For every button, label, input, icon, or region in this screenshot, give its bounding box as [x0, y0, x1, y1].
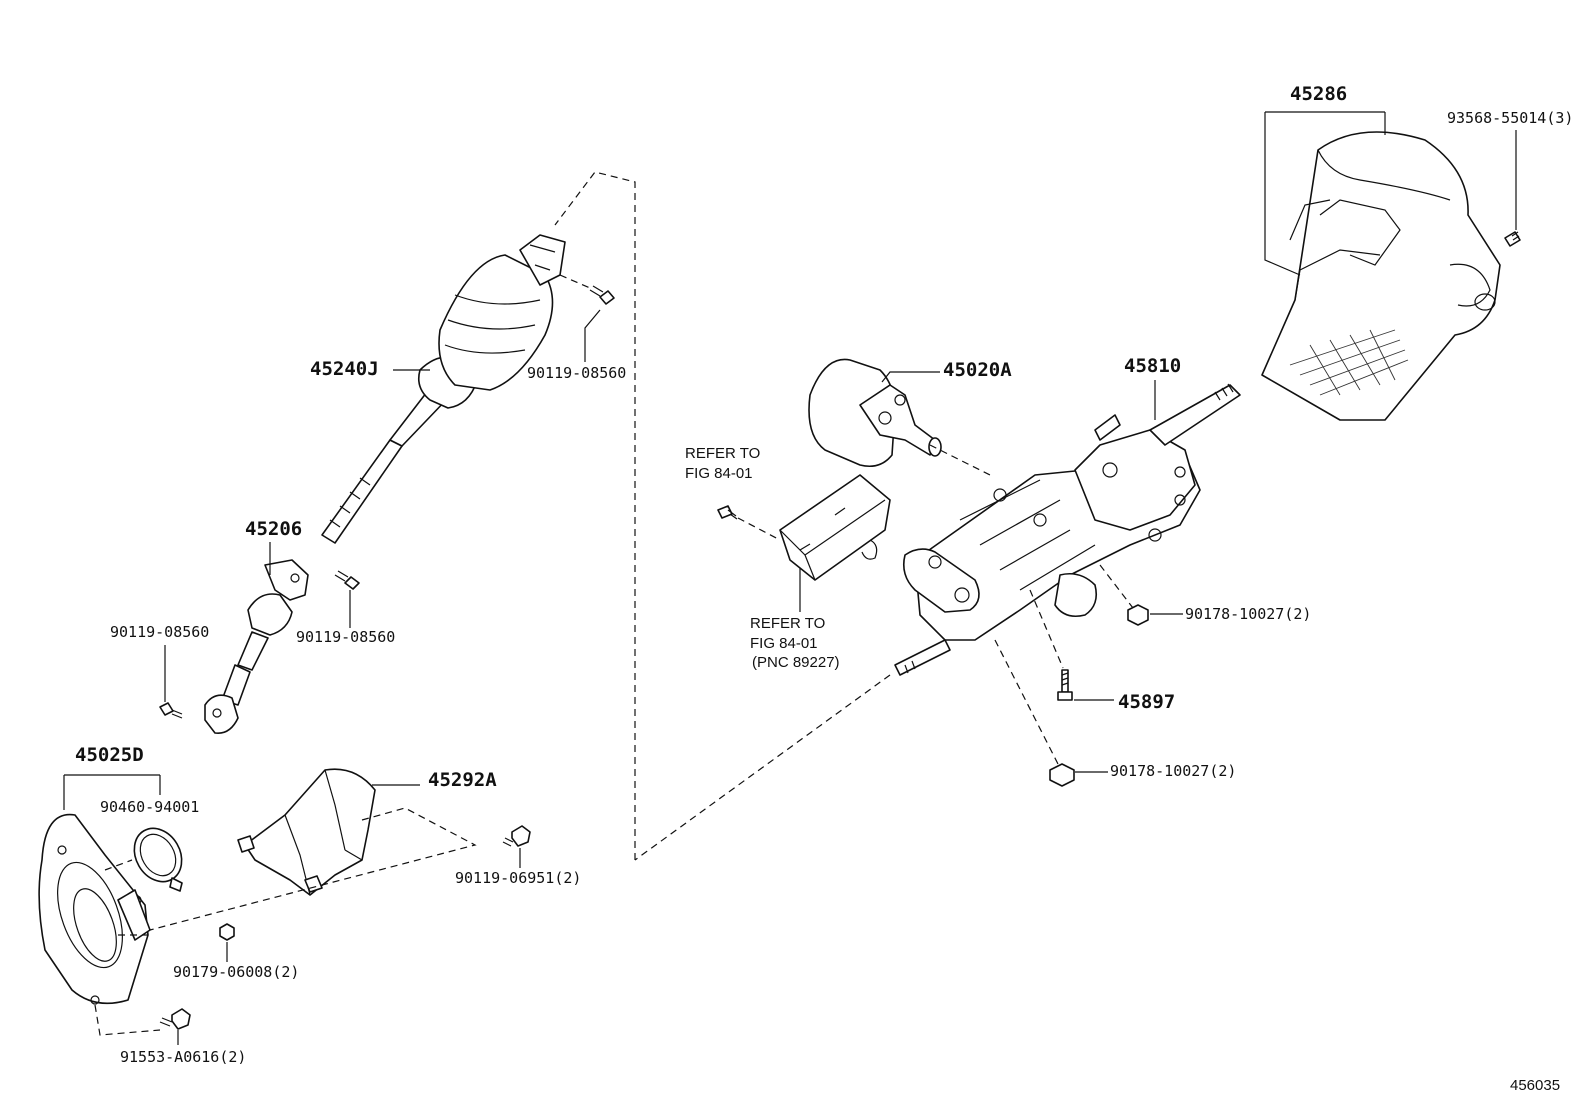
- dash-nut-lower: [994, 639, 1059, 765]
- screw-90119-mid-right[interactable]: [334, 570, 360, 590]
- bolt-90119-06951[interactable]: [502, 825, 531, 847]
- label-90178-lower: 90178-10027(2): [1110, 762, 1236, 780]
- dash-boundary: [554, 171, 636, 860]
- steering-lock-45020A[interactable]: [808, 358, 942, 468]
- dash-screw-top: [559, 274, 591, 289]
- universal-joint-45206[interactable]: [204, 559, 309, 735]
- intermediate-shaft-45240J[interactable]: [321, 234, 566, 544]
- label-90119-mid-left: 90119-08560: [110, 623, 209, 641]
- dash-screw-to-module: [737, 517, 781, 541]
- leader-45025D: [63, 774, 161, 810]
- label-45020A: 45020A: [943, 359, 1012, 381]
- bolt-45897[interactable]: [1057, 669, 1073, 701]
- dash-bolt-45897: [1029, 589, 1064, 669]
- hole-cover-45025D[interactable]: [38, 813, 151, 1005]
- leader-45020A: [881, 371, 940, 383]
- leader-45286: [1264, 111, 1386, 276]
- figure-number: 456035: [1510, 1077, 1560, 1094]
- dash-boot-bolts: [149, 807, 477, 931]
- nut-90178-lower[interactable]: [1049, 763, 1075, 787]
- label-45897: 45897: [1118, 691, 1175, 713]
- screw-90119-top[interactable]: [589, 285, 615, 305]
- dash-nut-upper: [1099, 564, 1134, 609]
- control-module-89227[interactable]: [779, 474, 891, 581]
- dash-column-to-boot: [634, 674, 891, 861]
- column-cover-45286[interactable]: [1261, 131, 1501, 421]
- label-45810: 45810: [1124, 355, 1181, 377]
- nut-90178-upper[interactable]: [1127, 604, 1149, 626]
- label-91553: 91553-A0616(2): [120, 1048, 246, 1066]
- clamp-90460[interactable]: [125, 820, 191, 892]
- label-45025D: 45025D: [75, 744, 144, 766]
- label-90119-top: 90119-08560: [527, 364, 626, 382]
- steering-column-45810[interactable]: [894, 383, 1241, 676]
- screw-90119-mid-left[interactable]: [159, 702, 183, 719]
- refer-label-2-line2: FIG 84-01: [750, 635, 818, 652]
- boot-cover-45292A[interactable]: [237, 768, 376, 896]
- refer-label-2-line3: (PNC 89227): [752, 654, 840, 671]
- label-45286: 45286: [1290, 83, 1347, 105]
- screw-module[interactable]: [717, 505, 738, 520]
- label-45206: 45206: [245, 518, 302, 540]
- dash-cover-bolt: [94, 1004, 161, 1036]
- label-90178-upper: 90178-10027(2): [1185, 605, 1311, 623]
- bolt-91553[interactable]: [159, 1008, 191, 1030]
- label-90119-mid-right: 90119-08560: [296, 628, 395, 646]
- label-45240J: 45240J: [310, 358, 379, 380]
- leader-90119-top: [584, 309, 601, 362]
- screw-93568[interactable]: [1504, 231, 1521, 247]
- refer-label-1-line2: FIG 84-01: [685, 465, 753, 482]
- label-45292A: 45292A: [428, 769, 497, 791]
- dash-clamp: [104, 859, 148, 936]
- refer-label-2-line1: REFER TO: [750, 615, 825, 632]
- label-90119-06951: 90119-06951(2): [455, 869, 581, 887]
- nut-90179[interactable]: [219, 923, 235, 941]
- label-93568: 93568-55014(3): [1447, 109, 1573, 127]
- label-90460: 90460-94001: [100, 798, 199, 816]
- label-90179: 90179-06008(2): [173, 963, 299, 981]
- refer-label-1-line1: REFER TO: [685, 445, 760, 462]
